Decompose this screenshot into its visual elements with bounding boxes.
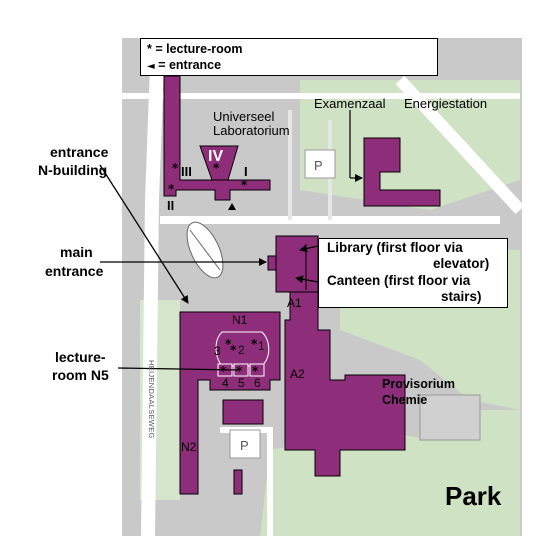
label-park: Park xyxy=(445,481,502,511)
lecture-room-star: * xyxy=(225,337,232,351)
label-n-building: N-building xyxy=(38,162,108,178)
label-library: Library (first floor via xyxy=(327,240,463,255)
lecture-room-star: * xyxy=(172,161,179,175)
label-universeel: Universeel xyxy=(213,109,275,124)
lecture-room-symbol: * xyxy=(147,42,152,56)
arrow-entrance-n-building xyxy=(99,164,189,304)
label-provisorium: Provisorium xyxy=(382,377,455,391)
parking-lot-north xyxy=(304,149,336,179)
entrance-symbol-icon: ◄ xyxy=(147,61,155,72)
library-canteen-callout: Library (first floor via elevator) Cante… xyxy=(318,238,508,308)
label-chemie: Chemie xyxy=(382,393,428,407)
lecture-room-star: * xyxy=(213,161,220,175)
label-room-4: 4 xyxy=(222,376,229,390)
building-energiestation xyxy=(363,137,441,207)
label-room-n5: room N5 xyxy=(52,367,109,383)
pond-line xyxy=(189,229,221,271)
label-entrance-n: entrance xyxy=(50,144,109,160)
label-room-2: 2 xyxy=(238,343,245,357)
lecture-room-star: * xyxy=(251,337,258,351)
label-room-1: 1 xyxy=(258,339,265,353)
lecture-room-n6 xyxy=(249,363,265,377)
label-room-5: 5 xyxy=(238,376,245,390)
label-wing-ii: II xyxy=(167,198,175,213)
label-wing-iv: IV xyxy=(208,148,224,165)
label-main: main xyxy=(60,244,93,260)
parking-label-north: P xyxy=(314,158,323,173)
parking-label-south: P xyxy=(240,438,249,453)
arrow-library xyxy=(299,244,319,253)
lecture-room-star: * xyxy=(236,364,243,378)
label-a2: A2 xyxy=(290,367,305,381)
lecture-room-legend-text: = lecture-room xyxy=(155,42,243,56)
lecture-room-star: * xyxy=(230,343,237,357)
label-library-2: elevator) xyxy=(433,256,490,271)
label-wing-i: I xyxy=(244,164,248,179)
label-n2: N2 xyxy=(181,440,197,454)
label-lecture: lecture- xyxy=(55,349,106,365)
lecture-room-star: * xyxy=(220,364,227,378)
label-a1: A1 xyxy=(287,296,302,310)
main-entrance-block xyxy=(267,255,277,271)
map-legend: * = lecture-room ◄ = entrance xyxy=(140,38,438,76)
building-provisorium-chemie xyxy=(419,394,481,441)
building-wing-iv xyxy=(199,145,239,181)
label-n1: N1 xyxy=(232,313,248,327)
label-energiestation: Energiestation xyxy=(404,96,488,111)
label-main-entrance: entrance xyxy=(45,263,104,279)
label-room-3: 3 xyxy=(214,344,221,358)
lecture-room-star: * xyxy=(241,178,248,192)
legend-entrance: ◄ = entrance xyxy=(147,58,221,72)
arrow-lecture-room-n5 xyxy=(117,367,239,371)
entrance-legend-text: = entrance xyxy=(158,58,222,72)
lecture-room-star: * xyxy=(168,182,175,196)
entrance-marker-universeel xyxy=(228,203,236,210)
label-laboratorium: Laboratorium xyxy=(213,123,290,138)
label-canteen-2: stairs) xyxy=(441,289,482,304)
street-label: HEIJENDAALSEWEG xyxy=(147,360,156,439)
legend-lecture-room: * = lecture-room xyxy=(147,42,243,56)
building-universeel-laboratorium xyxy=(163,75,271,201)
parking-lot-south xyxy=(229,429,261,459)
building-a1 xyxy=(275,235,319,293)
label-canteen: Canteen (first floor via xyxy=(327,273,471,288)
label-wing-iii: III xyxy=(181,164,192,179)
label-room-6: 6 xyxy=(254,376,261,390)
road-diagonal xyxy=(395,75,525,215)
building-tiny-south xyxy=(233,469,243,495)
label-examenzaal: Examenzaal xyxy=(314,96,386,111)
building-a2 xyxy=(284,291,406,477)
street-heijendaalseweg xyxy=(141,37,165,537)
lecture-room-star: * xyxy=(252,364,259,378)
building-small-south xyxy=(222,399,264,425)
arrow-canteen xyxy=(295,275,319,284)
